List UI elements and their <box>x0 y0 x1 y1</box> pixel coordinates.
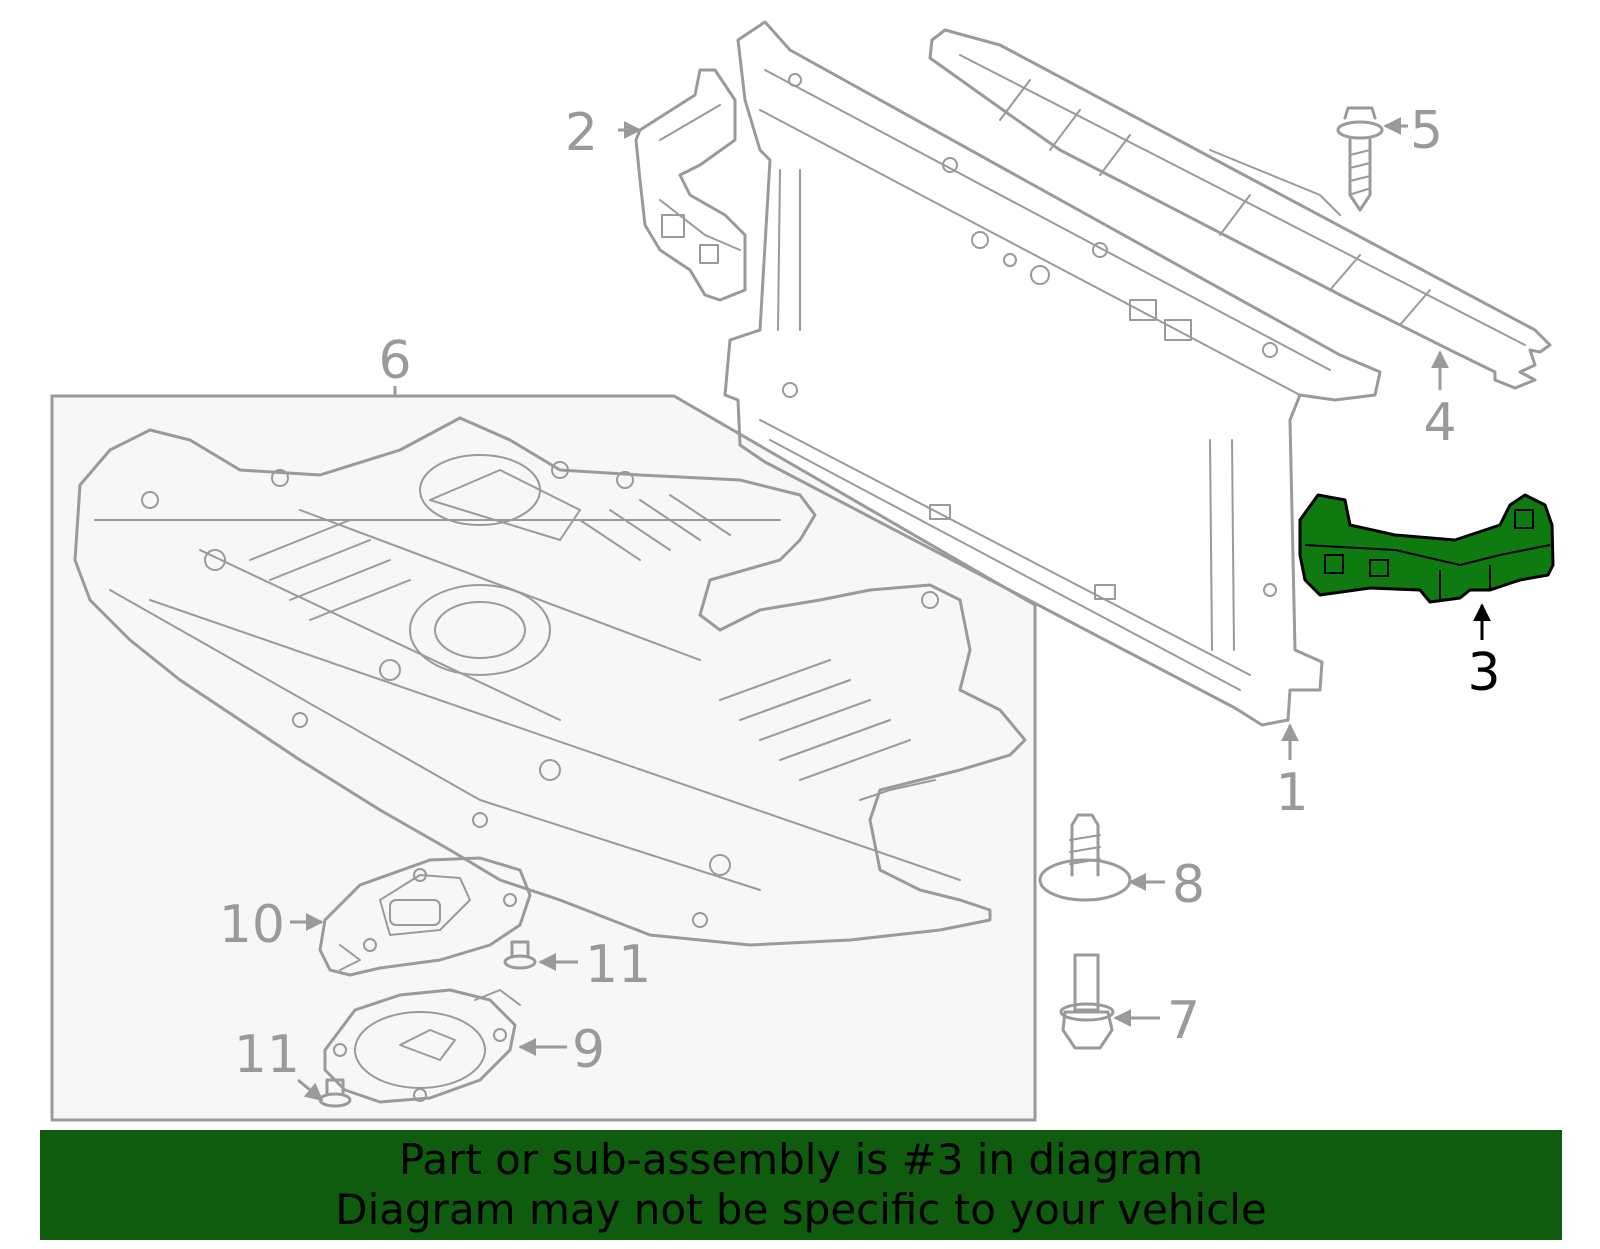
banner-line-2: Diagram may not be specific to your vehi… <box>335 1185 1267 1234</box>
part-10-access-panel[interactable] <box>318 856 532 977</box>
callout-7: 7 <box>1167 991 1200 1051</box>
callout-11-lower: 11 <box>234 1025 300 1085</box>
callout-2: 2 <box>565 103 598 163</box>
part-9-access-panel[interactable] <box>323 988 521 1104</box>
part-2-bracket[interactable] <box>634 68 747 302</box>
part-6-under-cover[interactable] <box>73 416 1027 947</box>
info-banner: Part or sub-assembly is #3 in diagram Di… <box>40 1130 1562 1240</box>
callout-3: 3 <box>1467 643 1500 703</box>
part-11-clip-upper[interactable] <box>503 940 537 970</box>
callout-8: 8 <box>1172 855 1205 915</box>
callout-11-upper: 11 <box>585 935 651 995</box>
callout-1: 1 <box>1275 763 1308 823</box>
part-8-push-clip[interactable] <box>1038 813 1132 902</box>
callout-5: 5 <box>1410 101 1443 161</box>
part-4-upper-cover[interactable] <box>928 28 1552 390</box>
leader-11-lower <box>297 1078 324 1102</box>
undercover-group-box <box>50 394 1037 1122</box>
part-5-screw[interactable] <box>1336 106 1384 212</box>
callout-9: 9 <box>572 1020 605 1080</box>
callout-6: 6 <box>378 331 411 391</box>
part-1-radiator-support[interactable] <box>723 20 1382 727</box>
callout-4: 4 <box>1423 393 1456 453</box>
part-7-bolt[interactable] <box>1059 953 1115 1050</box>
banner-line-1: Part or sub-assembly is #3 in diagram <box>398 1135 1204 1184</box>
callout-10: 10 <box>219 895 285 955</box>
part-3-bracket-highlighted[interactable] <box>1298 493 1555 604</box>
